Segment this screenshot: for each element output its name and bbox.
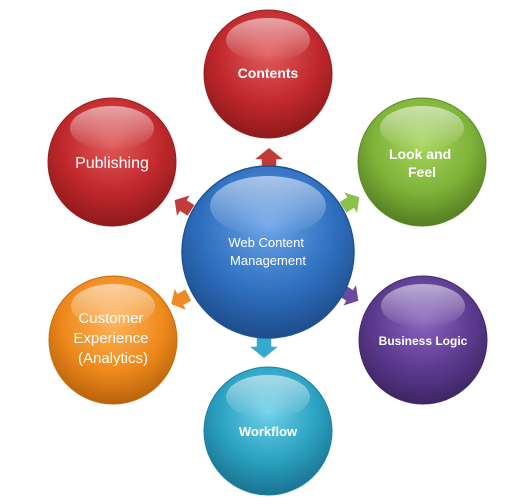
node-contents-label: Contents (238, 65, 299, 81)
node-customer-experience: Customer Experience (Analytics) (48, 275, 178, 405)
node-publishing: Publishing (47, 97, 177, 227)
node-look-and-feel: Look and Feel (357, 97, 487, 227)
hub-label-line1: Web Content (228, 235, 304, 250)
node-contents: Contents (203, 9, 333, 139)
arrow-to-publishing (172, 192, 197, 220)
node-customer-experience-line3: (Analytics) (78, 350, 148, 367)
node-business-logic: Business Logic (358, 275, 488, 405)
node-customer-experience-line2: Experience (73, 330, 148, 347)
arrow-to-customer-experience (169, 284, 194, 313)
node-business-logic-label: Business Logic (379, 334, 468, 348)
svg-text:Business Logic: Business Logic (379, 334, 468, 348)
svg-text:Contents: Contents (238, 65, 299, 81)
svg-text:Web Content Management: Web Content Management (228, 235, 307, 268)
node-customer-experience-line1: Customer (78, 310, 143, 327)
hub-label-line2: Management (230, 253, 306, 268)
svg-text:Look and Feel: Look and Feel (389, 146, 455, 180)
arrow-to-contents (250, 146, 288, 170)
node-look-and-feel-line2: Feel (408, 164, 436, 180)
arrow-to-look-and-feel (337, 189, 362, 217)
svg-text:Customer Experience: Customer Experience (Analytics) (73, 310, 152, 367)
node-workflow: Workflow (203, 366, 333, 496)
hub-web-content-management: Web Content Management (181, 165, 355, 339)
svg-text:Workflow: Workflow (239, 424, 298, 439)
node-publishing-label: Publishing (75, 155, 149, 172)
node-workflow-label: Workflow (239, 424, 298, 439)
svg-text:Publishing: Publishing (75, 155, 149, 172)
node-look-and-feel-line1: Look and (389, 146, 451, 162)
arrow-to-workflow (245, 336, 283, 360)
